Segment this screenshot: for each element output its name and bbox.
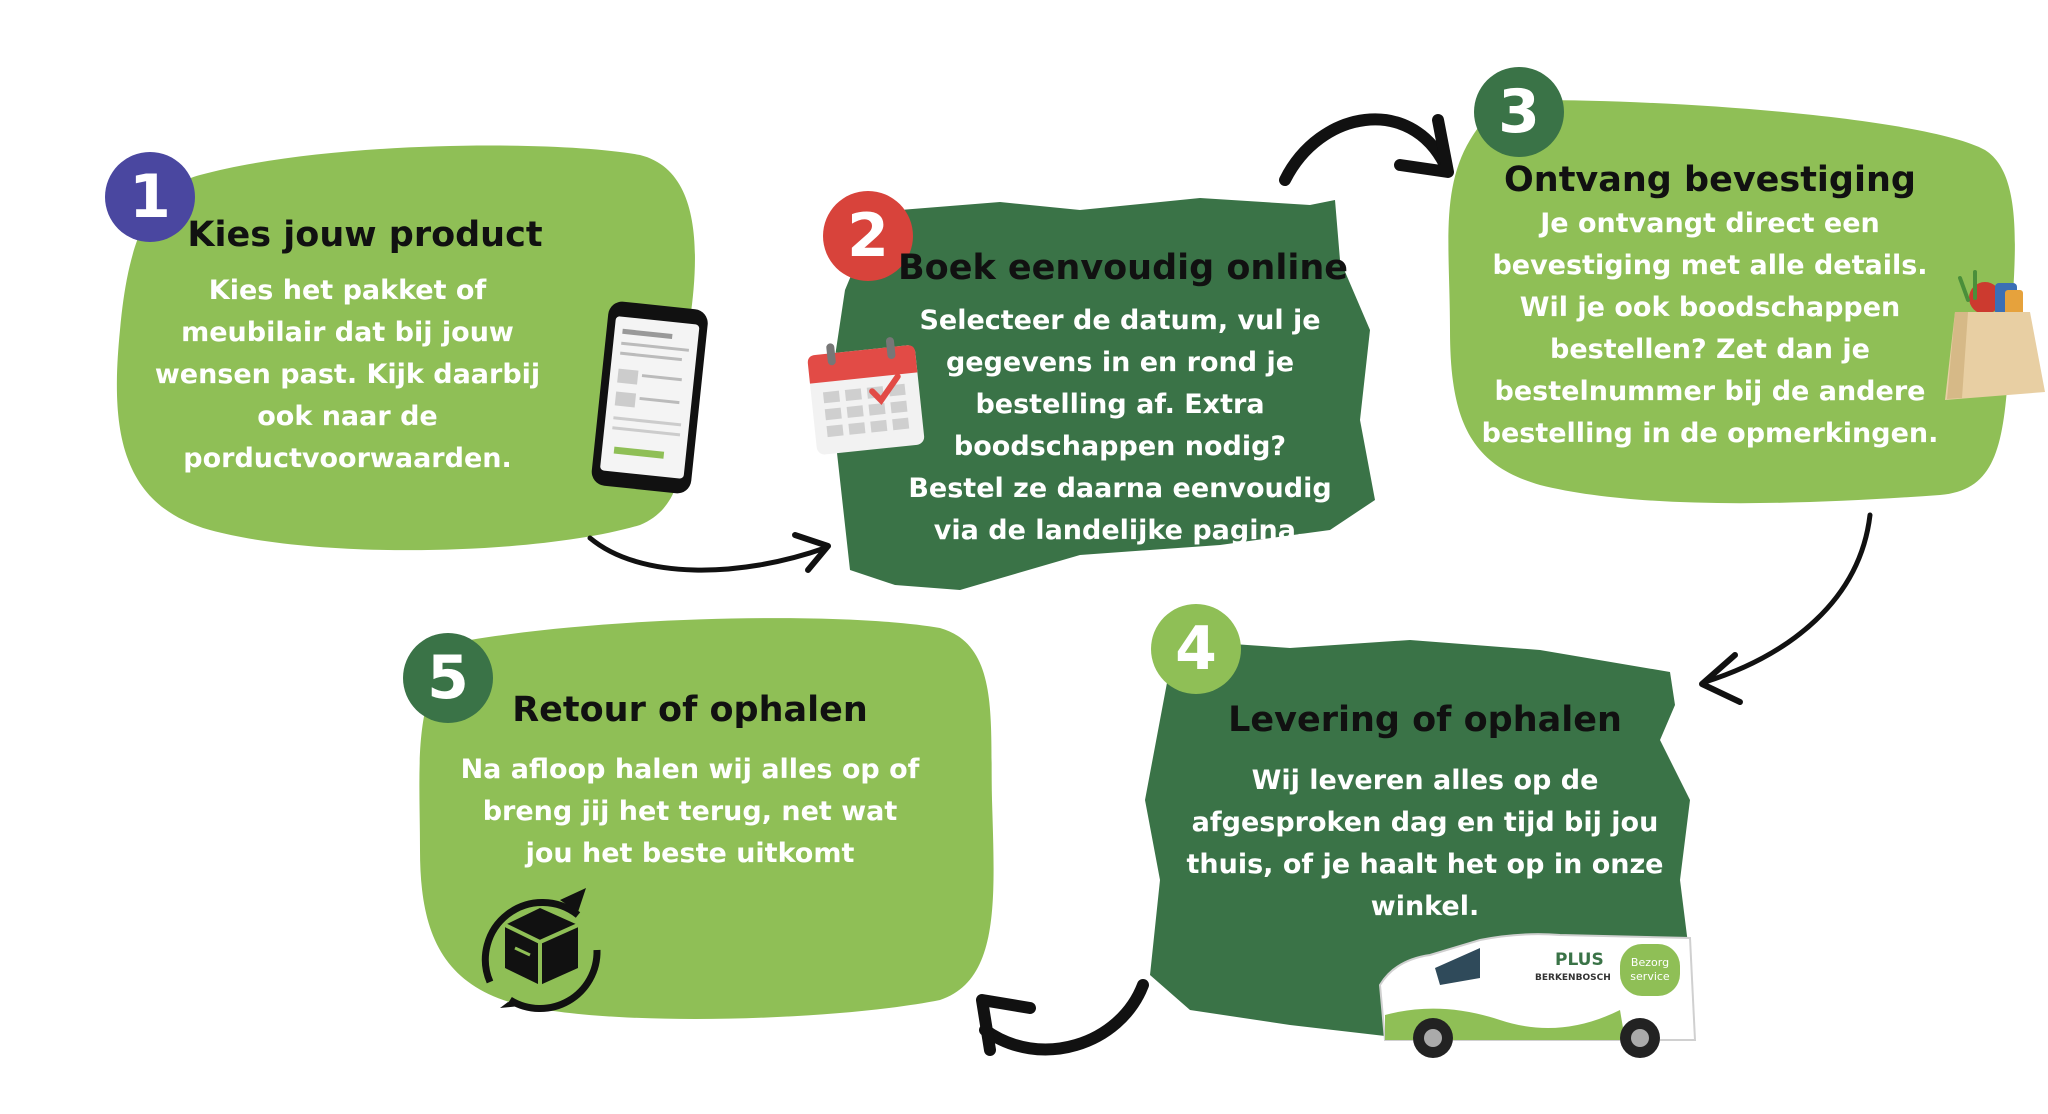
phone-icon [591, 301, 708, 494]
step-3-badge: 3 [1474, 67, 1564, 157]
arrow-1-to-2 [587, 532, 831, 573]
arrow-3-to-4 [1699, 512, 1873, 705]
step-2-title: Boek eenvoudig online [898, 248, 1348, 288]
grocery-bag-icon [1945, 270, 2045, 400]
step-5-badge: 5 [403, 633, 493, 723]
arrow-2-to-3 [1279, 113, 1454, 186]
van-badge-line1: Bezorg [1631, 956, 1669, 969]
calendar-icon [807, 337, 925, 455]
step-4-text: Wij leveren alles op de afgesproken dag … [1186, 765, 1664, 922]
step-3-shape [1448, 100, 2015, 504]
step-2-shape [830, 198, 1375, 590]
step-5-title: Retour of ophalen [512, 690, 868, 730]
step-3-text: Je ontvangt direct een bevestiging met a… [1481, 208, 1939, 449]
van-brand: PLUS [1555, 950, 1604, 970]
step-4-title: Levering of ophalen [1228, 700, 1622, 740]
van-badge-line2: service [1630, 970, 1670, 983]
step-1-text: Kies het pakket of meubilair dat bij jou… [154, 275, 541, 474]
step-1-badge: 1 [105, 152, 195, 242]
step-4-badge: 4 [1151, 604, 1241, 694]
return-box-icon [481, 888, 601, 1013]
step-5-text: Na afloop halen wij alles op of breng ji… [460, 754, 920, 869]
step-2-text: Selecteer de datum, vul je gegevens in e… [908, 305, 1332, 546]
arrow-4-to-5 [976, 979, 1149, 1056]
delivery-van-icon: Bezorg service PLUS BERKENBOSCH plus.nl [1378, 933, 1697, 1058]
step-2-badge: 2 [823, 191, 913, 281]
step-1-title: Kies jouw product [187, 215, 543, 255]
van-store: BERKENBOSCH [1535, 973, 1611, 983]
step-1-shape [116, 145, 695, 551]
step-3-title: Ontvang bevestiging [1504, 160, 1916, 200]
van-site: plus.nl [1472, 999, 1502, 1009]
